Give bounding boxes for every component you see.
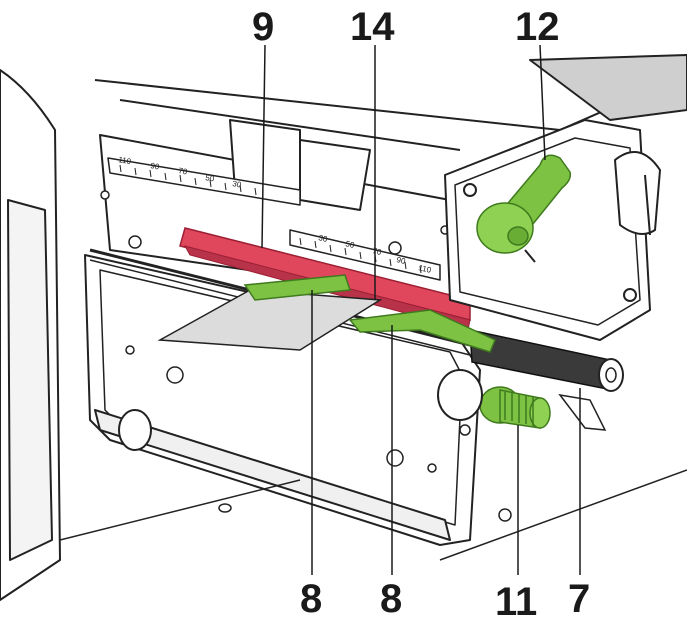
callout-leaders: [261, 44, 581, 575]
scale-top-50: 50: [205, 173, 216, 184]
right-side-frame: [444, 119, 661, 341]
leader-12: [539, 44, 546, 161]
label-material: [157, 289, 383, 351]
left-panel-edge: [7, 199, 53, 561]
callout-9: 9: [252, 5, 274, 49]
front-frame-screws: [125, 345, 512, 522]
top-frame-inner: [119, 99, 461, 151]
callout-12: 12: [515, 5, 560, 49]
label-guide-left-8: [243, 274, 352, 301]
base-lines: [59, 469, 687, 561]
callout-7: 7: [568, 577, 590, 621]
lever-hub: [476, 202, 534, 254]
white-cap: [437, 369, 483, 421]
back-plate-screws: [100, 190, 450, 255]
side-knob: [614, 151, 661, 235]
leader-9: [261, 44, 266, 249]
callout-8-left: 8: [300, 577, 322, 621]
scale-bottom-90: 90: [396, 255, 407, 266]
green-knob-11: [479, 386, 551, 429]
printer-housing: [0, 54, 687, 601]
callout-14: 14: [350, 5, 395, 49]
bracket-right: [299, 139, 371, 211]
scale-strip-bottom: [289, 229, 441, 281]
metal-tab: [558, 393, 607, 431]
lower-left-roll: [118, 409, 152, 451]
callout-8-right: 8: [380, 577, 402, 621]
scale-bottom-70: 70: [372, 246, 383, 257]
label-guide-right-8: [348, 309, 496, 353]
upper-right-block: [529, 54, 687, 121]
scale-bottom-30: 30: [318, 233, 329, 244]
scale-top-90: 90: [150, 161, 161, 172]
scale-strip-top: [107, 157, 301, 206]
callout-11: 11: [495, 580, 537, 623]
front-lower-bar: [94, 409, 451, 541]
green-lever-12: [476, 154, 572, 263]
scale-ticks: [119, 164, 422, 274]
scale-top-30: 30: [232, 179, 243, 190]
rewind-roller-7: [469, 329, 624, 392]
scale-top-110: 110: [118, 155, 133, 166]
scale-bottom-50: 50: [345, 239, 356, 250]
scale-bottom-110: 110: [418, 263, 433, 275]
scale-top-70: 70: [178, 166, 189, 177]
